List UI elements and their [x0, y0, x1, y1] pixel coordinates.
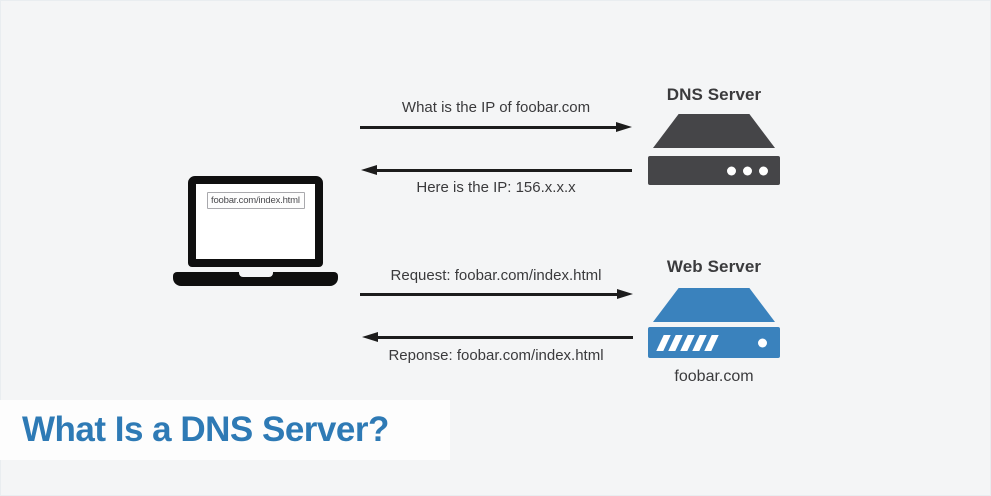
- laptop-screen: foobar.com/index.html: [188, 176, 323, 267]
- dns-server-label: DNS Server: [666, 85, 762, 104]
- page-title: What Is a DNS Server?: [22, 410, 389, 449]
- dns-server-body-icon: [648, 156, 780, 185]
- left-arrowhead-icon: [361, 165, 377, 175]
- vent-stripe-icon: [704, 334, 719, 351]
- right-arrowhead-icon: [617, 289, 633, 299]
- web-server-domain-label: foobar.com: [674, 368, 754, 385]
- laptop-base: [173, 272, 338, 286]
- laptop-icon: foobar.com/index.html: [173, 176, 338, 286]
- dns-server-top-icon: [653, 114, 775, 148]
- laptop-url-bar: foobar.com/index.html: [207, 192, 305, 209]
- left-arrowhead-icon: [362, 332, 378, 342]
- laptop-url-text: foobar.com/index.html: [211, 195, 300, 206]
- dns-request-message: What is the IP of foobar.com: [401, 99, 591, 116]
- led-dot-icon: [759, 166, 768, 175]
- web-server-label: Web Server: [666, 257, 762, 276]
- laptop-notch: [238, 272, 273, 277]
- dns-request-arrow-line: [360, 126, 617, 129]
- web-request-message: Request: foobar.com/index.html: [390, 267, 602, 284]
- dns-server-led-dots: [727, 166, 768, 175]
- dns-server-group: DNS Server: [648, 85, 780, 185]
- web-server-top-icon: [653, 288, 775, 322]
- web-request-arrow-line: [360, 293, 618, 296]
- dns-response-message: Here is the IP: 156.x.x.x: [416, 179, 576, 196]
- title-band: What Is a DNS Server?: [0, 400, 450, 460]
- web-server-vents: [656, 334, 719, 351]
- web-server-group: Web Server foobar.com: [648, 257, 780, 386]
- led-dot-icon: [727, 166, 736, 175]
- web-response-message: Reponse: foobar.com/index.html: [388, 347, 604, 364]
- right-arrowhead-icon: [616, 122, 632, 132]
- web-response-arrow-line: [377, 336, 633, 339]
- web-server-body-icon: [648, 327, 780, 358]
- led-dot-icon: [743, 166, 752, 175]
- dns-response-arrow-line: [376, 169, 632, 172]
- led-dot-icon: [758, 338, 767, 347]
